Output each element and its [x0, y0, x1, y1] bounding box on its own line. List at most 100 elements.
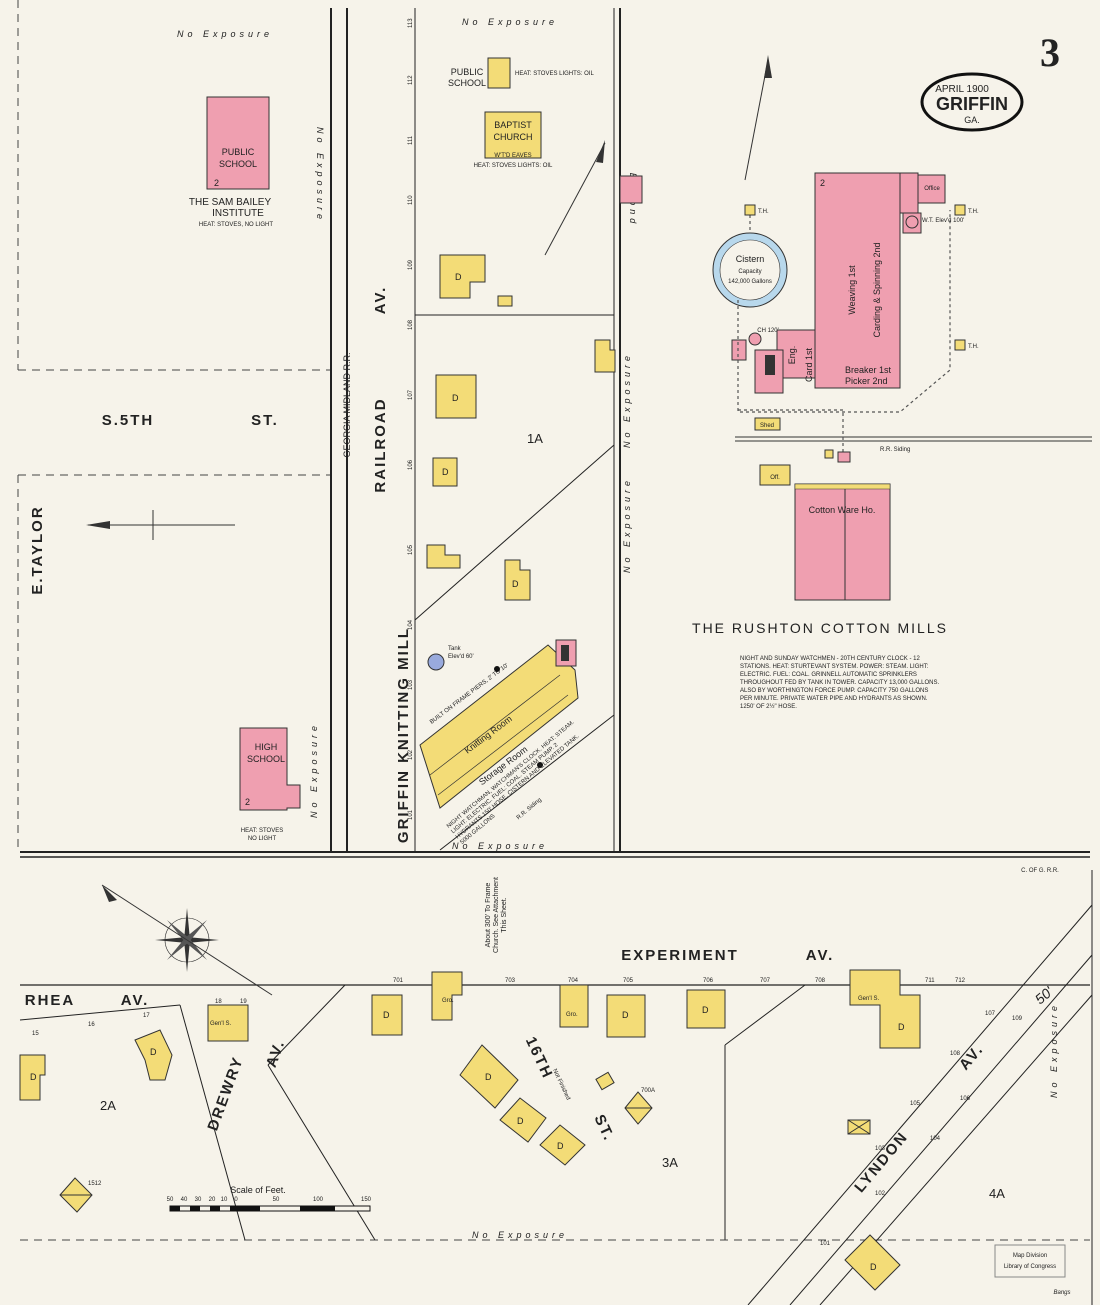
dwelling-label: D	[898, 1022, 905, 1032]
addr-17: 17	[143, 1013, 150, 1019]
shed-label: Shed	[760, 423, 774, 429]
baptist-label-1: BAPTIST	[494, 120, 532, 130]
rr-siding-top: R.R. Siding	[880, 447, 910, 453]
addr-1512: 1512	[88, 1181, 102, 1187]
high-school-note-1: HEAT: STOVES	[241, 828, 283, 834]
public-school-stories: 2	[214, 178, 219, 188]
scale-tick-0: 0	[234, 1197, 238, 1203]
addr-107: 107	[408, 389, 414, 400]
public-school-label-2: SCHOOL	[219, 159, 257, 169]
no-exposure-right: No Exposure	[1049, 1002, 1059, 1098]
street-taylor: E.TAYLOR	[29, 505, 46, 594]
addr-l108: 108	[950, 1051, 961, 1057]
baptist-note-2: HEAT: STOVES LIGHTS: OIL	[474, 163, 553, 169]
tank-tower-label: W.T. Elev'd 100'	[922, 218, 964, 224]
no-exposure-left-vert2: No Exposure	[309, 722, 319, 818]
railroad-addresses: 113 112 111 110 109 108 107 106 105 104 …	[408, 18, 414, 820]
about-note: About 300' To Frame Church. See Attachme…	[485, 877, 508, 953]
railroad-av: AV.	[372, 286, 389, 315]
block-1a: 1A	[527, 431, 543, 446]
cotton-warehouse[interactable]: Cotton Ware Ho. Off.	[759, 451, 891, 601]
addr-105: 105	[408, 544, 414, 555]
block-labels: 1A 2A 3A 4A	[100, 431, 1005, 1201]
th-label-1: T.H.	[758, 209, 769, 215]
cistern-capacity: Capacity	[738, 269, 761, 275]
addr-113: 113	[408, 18, 414, 28]
addr-112: 112	[408, 75, 414, 85]
addr-706: 706	[703, 978, 714, 984]
scale-bar: Scale of Feet. 50 40 30 20 10 0 50 100 1…	[167, 1185, 372, 1212]
cotton-notes-box: NIGHT AND SUNDAY WATCHMEN - 20TH CENTURY…	[740, 656, 939, 710]
dwelling-label: D	[557, 1141, 564, 1151]
addr-106: 106	[408, 459, 414, 470]
gen-s-label: Gen'l S.	[858, 996, 879, 1002]
sam-bailey-name-1: THE SAM BAILEY	[189, 197, 272, 208]
addr-l103: 103	[875, 1146, 886, 1152]
baptist-church[interactable]: BAPTIST CHURCH W'T'D EAVES HEAT: STOVES …	[474, 111, 553, 169]
addr-l102: 102	[875, 1191, 886, 1197]
addr-l105: 105	[910, 1101, 921, 1107]
no-exposure-left-vert: No Exposure	[315, 127, 325, 223]
addr-l107: 107	[985, 1011, 996, 1017]
dwelling-label: D	[442, 467, 449, 477]
dwellings-1a: D D D D	[426, 254, 616, 601]
high-school-label-2: SCHOOL	[247, 754, 285, 764]
public-school-label-1: PUBLIC	[222, 147, 255, 157]
rushton-cotton-mills[interactable]: Weaving 1st Carding & Spinning 2nd Break…	[731, 172, 964, 394]
high-school[interactable]: HIGH SCHOOL 2 HEAT: STOVES NO LIGHT	[239, 727, 301, 842]
addr-15: 15	[32, 1031, 39, 1037]
picker-label: Picker 2nd	[845, 376, 888, 386]
public-school-top[interactable]: PUBLIC SCHOOL HEAT: STOVES LIGHTS: OIL	[448, 57, 594, 89]
addr-103: 103	[408, 679, 414, 690]
addr-708: 708	[815, 978, 826, 984]
public-school-top-1: PUBLIC	[451, 67, 484, 77]
addr-707: 707	[760, 978, 771, 984]
dwelling-label: D	[485, 1072, 492, 1082]
addr-l109: 109	[1012, 1016, 1023, 1022]
carding-label: Carding & Spinning 2nd	[872, 242, 882, 337]
dwelling-label: D	[702, 1005, 709, 1015]
dwelling-label: D	[512, 579, 519, 589]
corner-mark: Bangs	[1053, 1290, 1070, 1296]
no-exposure-mid-vert2: No Exposure	[622, 477, 632, 573]
weaving-label: Weaving 1st	[847, 265, 857, 315]
cotton-mill-name: THE RUSHTON COTTON MILLS	[692, 620, 948, 636]
street-railroad: RAILROAD	[372, 397, 389, 492]
dwelling-label: D	[455, 272, 462, 282]
scale-tick-100: 100	[313, 1197, 324, 1203]
dwelling-label: D	[622, 1010, 629, 1020]
dwelling-label: D	[452, 393, 459, 403]
scale-tick-20: 20	[209, 1197, 216, 1203]
north-arrow-3	[86, 510, 235, 540]
north-arrow-2	[544, 140, 606, 256]
th-label-2: T.H.	[968, 209, 979, 215]
lyndon-addresses: 101 102 103 104 105 106 107 108 109	[820, 1011, 1023, 1247]
sheet-title: 3 APRIL 1900 GRIFFIN GA.	[920, 30, 1060, 132]
ch-label: CH 120'	[757, 328, 779, 334]
experiment-av: AV.	[806, 947, 835, 964]
addr-110: 110	[408, 195, 414, 205]
dwelling-label: D	[150, 1047, 157, 1057]
th-label-3: T.H.	[968, 344, 979, 350]
cistern-label: Cistern	[736, 254, 765, 264]
title-oval	[920, 72, 1024, 132]
sheet-date: APRIL 1900	[935, 84, 989, 95]
addr-101: 101	[408, 809, 414, 820]
rhea-addresses: 15 16 17 18 19	[32, 999, 247, 1037]
addr-104: 104	[408, 619, 414, 630]
addr-l106: 106	[960, 1096, 971, 1102]
stamp-line-1: Map Division	[1013, 1253, 1047, 1259]
block-2a: 2A	[100, 1098, 116, 1113]
cistern[interactable]: Cistern Capacity 142,000 Gallons	[712, 232, 788, 308]
mill-stories: 2	[820, 178, 825, 188]
mill-yard-pipes: T.H. T.H. T.H. Shed	[619, 175, 979, 459]
block-4a: 4A	[989, 1186, 1005, 1201]
sam-bailey-institute[interactable]: PUBLIC SCHOOL 2 THE SAM BAILEY INSTITUTE…	[189, 96, 274, 228]
addr-102: 102	[408, 749, 414, 760]
sam-bailey-note: HEAT: STOVES, NO LIGHT	[199, 222, 273, 228]
rhea-av: AV.	[121, 992, 150, 1009]
addr-16: 16	[88, 1022, 95, 1028]
state-name: GA.	[964, 115, 980, 125]
no-exposure-top-left: No Exposure	[177, 29, 273, 39]
